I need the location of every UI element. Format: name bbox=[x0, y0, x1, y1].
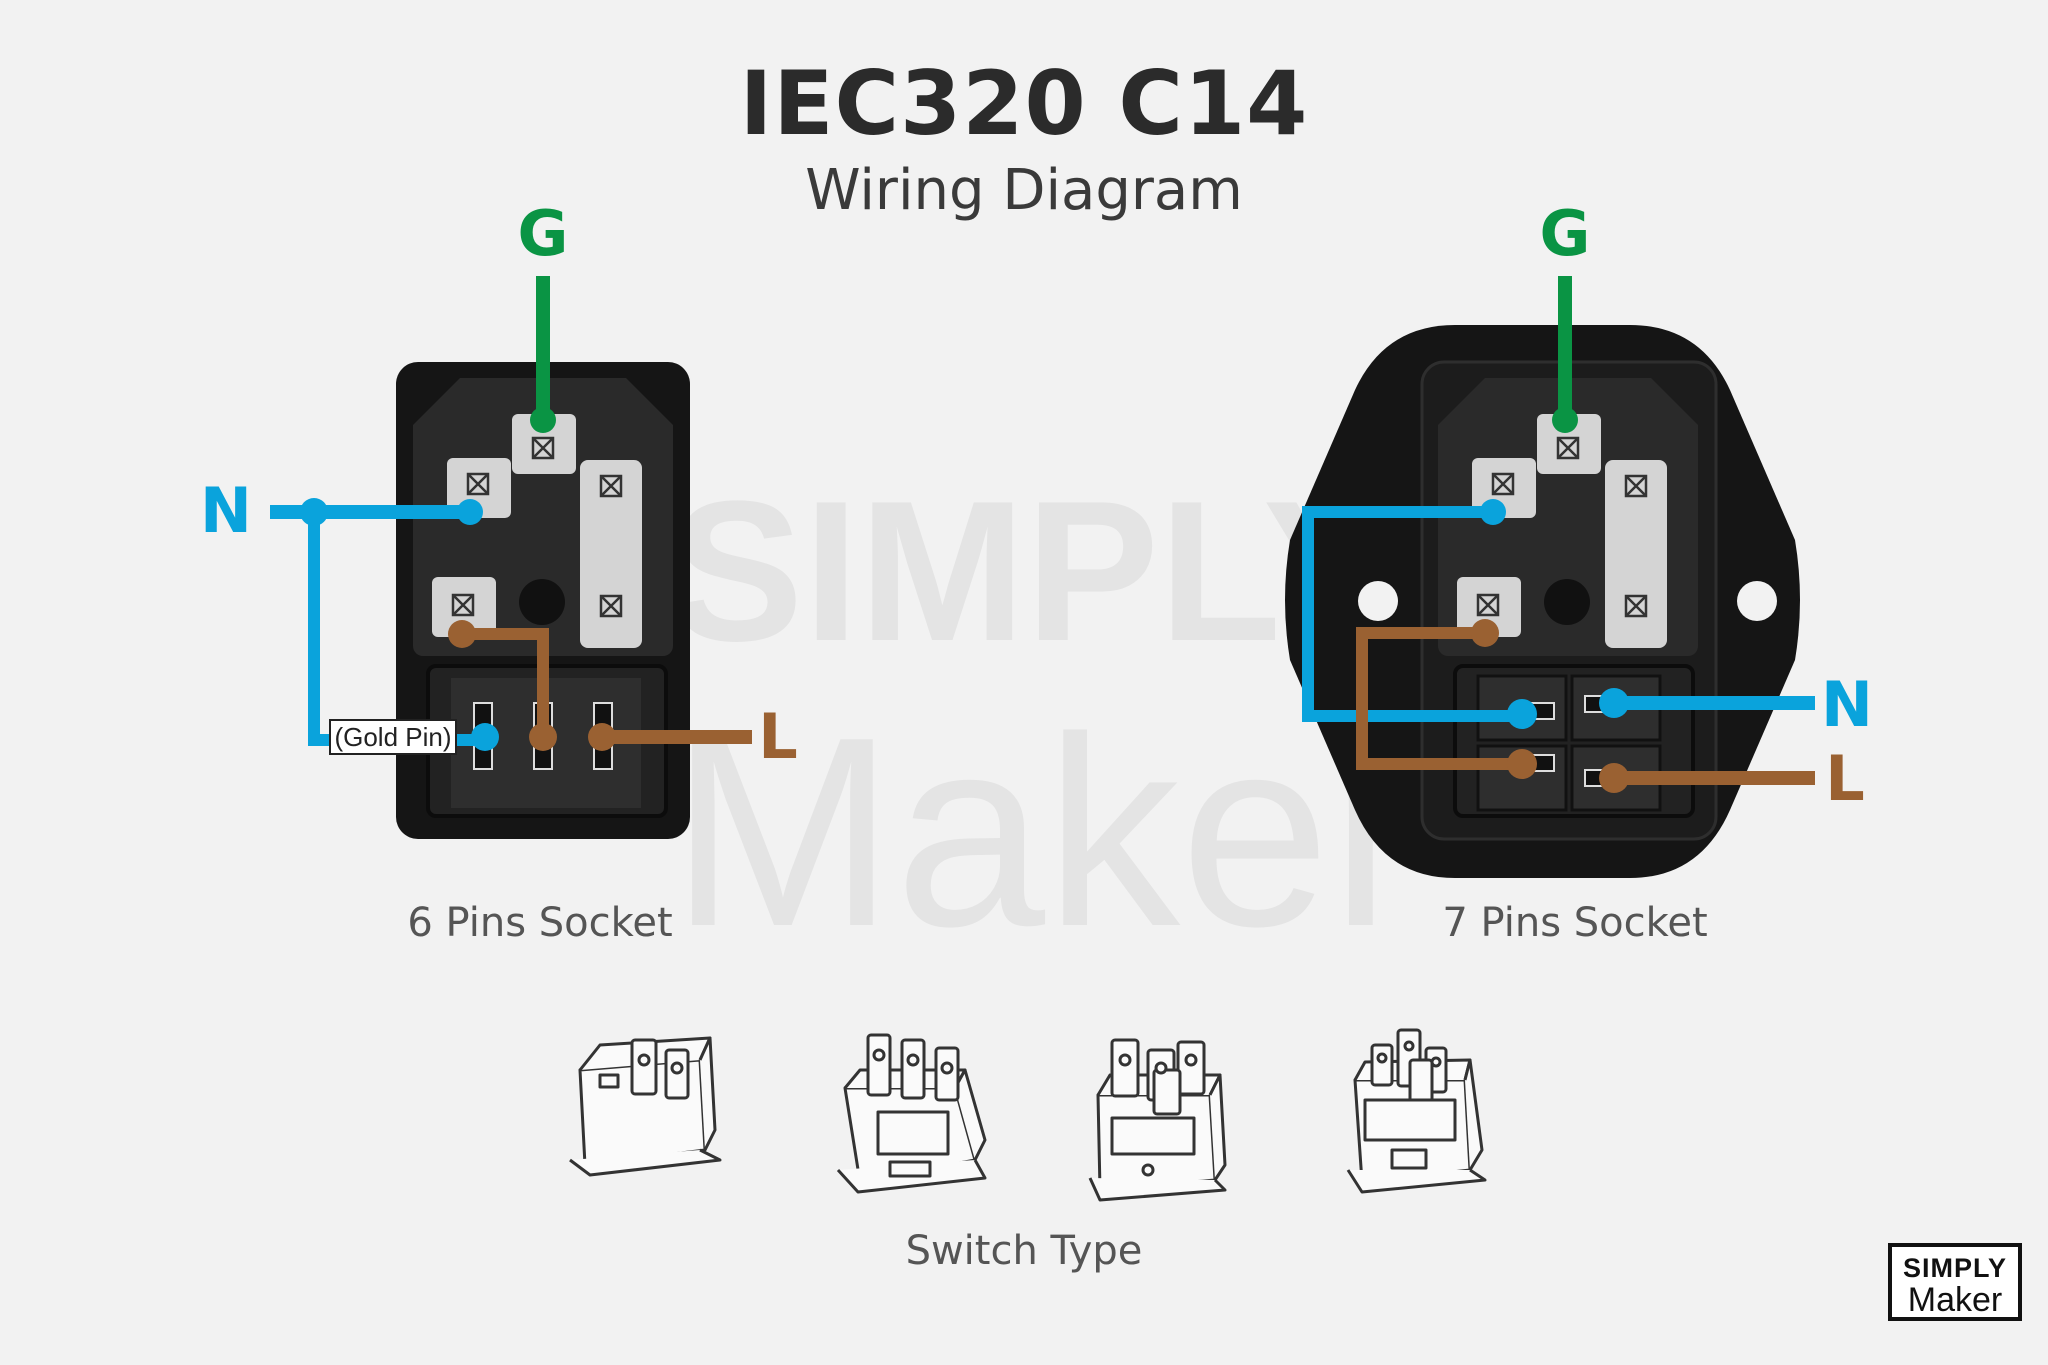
socket-7-neutral-wire-internal bbox=[1302, 506, 1522, 722]
socket-6-label-l: L bbox=[758, 700, 798, 773]
socket-6-ground-node bbox=[530, 407, 556, 433]
socket-7-terminal-ground bbox=[1537, 414, 1601, 474]
page-subtitle: Wiring Diagram bbox=[805, 158, 1243, 223]
socket-7-terminal-marks bbox=[1476, 436, 1648, 618]
switch-type-4-pin-narrow bbox=[1346, 1028, 1487, 1194]
socket-7-switch-node-live-out bbox=[1599, 763, 1629, 793]
socket-6-gold-pin-node bbox=[471, 723, 499, 751]
socket-6-live-node bbox=[448, 620, 476, 648]
gold-pin-label: (Gold Pin) bbox=[334, 722, 451, 752]
socket-6-terminal-ground bbox=[512, 414, 576, 474]
socket-7-mount-hole-left bbox=[1358, 581, 1398, 621]
socket-6-caption: 6 Pins Socket bbox=[407, 900, 673, 946]
socket-7-pins: G N L bbox=[1285, 197, 1873, 878]
socket-7-chamfer-left bbox=[1438, 378, 1485, 425]
socket-6-chamfer-left bbox=[413, 378, 460, 425]
logo-line2: Maker bbox=[1907, 1281, 2003, 1319]
socket-7-chamfer-right bbox=[1651, 378, 1698, 425]
socket-6-switch-node-middle bbox=[529, 723, 557, 751]
socket-7-label-g: G bbox=[1540, 197, 1591, 270]
socket-7-neutral-node bbox=[1480, 499, 1506, 525]
socket-7-live-wire-internal bbox=[1356, 627, 1522, 770]
socket-7-live-node bbox=[1471, 619, 1499, 647]
brand-logo: SIMPLY Maker bbox=[1888, 1243, 2022, 1321]
switch-types bbox=[569, 1028, 1487, 1202]
gold-pin-label-box bbox=[329, 719, 457, 755]
page-title: IEC320 C14 bbox=[739, 52, 1309, 155]
switch-type-caption: Switch Type bbox=[905, 1228, 1143, 1274]
socket-6-pins: (Gold Pin) G N L bbox=[200, 197, 798, 839]
socket-7-mount-hole-right bbox=[1737, 581, 1777, 621]
socket-7-label-l: L bbox=[1825, 742, 1865, 815]
socket-7-screw-hole bbox=[1544, 579, 1590, 625]
socket-6-switch-node-right bbox=[588, 723, 616, 751]
socket-7-caption: 7 Pins Socket bbox=[1442, 900, 1708, 946]
socket-6-chamfer-right bbox=[626, 378, 673, 425]
watermark-line1: SIMPLY bbox=[670, 460, 1396, 683]
switch-type-3-pin bbox=[836, 1033, 987, 1194]
switch-type-4-pin-wide bbox=[1088, 1038, 1227, 1202]
watermark: SIMPLY Maker bbox=[670, 460, 1420, 983]
socket-6-neutral-node bbox=[457, 499, 483, 525]
socket-6-label-n: N bbox=[200, 474, 252, 547]
socket-6-terminal-marks bbox=[451, 436, 623, 618]
socket-7-label-n: N bbox=[1821, 668, 1873, 741]
socket-6-label-g: G bbox=[518, 197, 569, 270]
socket-7-ground-node bbox=[1552, 407, 1578, 433]
socket-7-switch-node-live-in bbox=[1507, 749, 1537, 779]
socket-6-screw-hole bbox=[519, 579, 565, 625]
socket-7-switch-node-neutral-in bbox=[1507, 699, 1537, 729]
socket-6-live-wire-internal bbox=[462, 628, 549, 737]
socket-7-switch-node-neutral-out bbox=[1599, 688, 1629, 718]
watermark-line2: Maker bbox=[670, 682, 1420, 983]
switch-type-2-pin bbox=[569, 1036, 722, 1177]
socket-7-terminal-aux bbox=[1605, 460, 1667, 648]
socket-6-terminal-aux bbox=[580, 460, 642, 648]
logo-line1: SIMPLY bbox=[1902, 1253, 2008, 1283]
socket-6-neutral-junction bbox=[300, 498, 328, 526]
